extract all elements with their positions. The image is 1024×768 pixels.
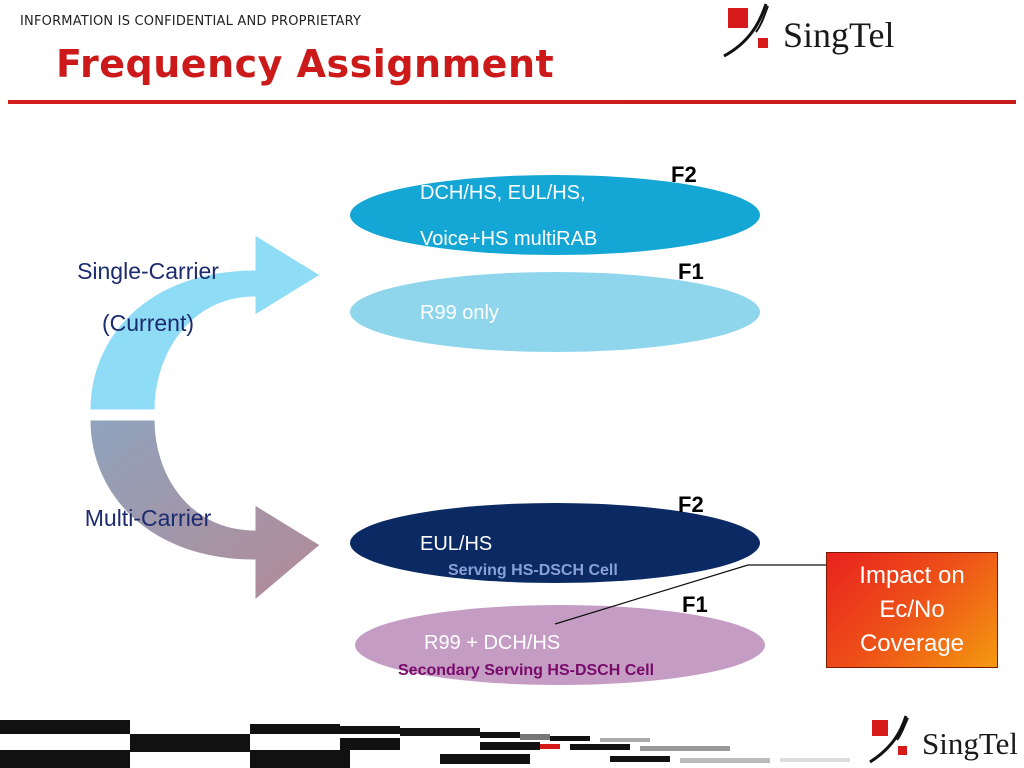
checkered-footer-band <box>0 720 850 768</box>
page-title: Frequency Assignment <box>56 42 555 86</box>
title-divider <box>8 100 1016 104</box>
multi-carrier-f2-freq: F2 <box>678 492 704 517</box>
impact-callout-box: Impact on Ec/No Coverage <box>826 552 998 668</box>
lower-arrow <box>89 419 321 602</box>
callout-line <box>554 564 826 625</box>
multi-carrier-f1-text: R99 + DCH/HS <box>424 632 561 654</box>
single-carrier-f1-ellipse <box>350 272 760 352</box>
footer-brand-name: SingTel <box>922 726 1018 761</box>
brand-name: SingTel <box>783 15 895 55</box>
singtel-logo-icon <box>723 3 769 58</box>
single-carrier-f1-text: R99 only <box>420 302 499 324</box>
multi-carrier-f2-text: EUL/HS <box>420 533 493 555</box>
multi-carrier-f2-ellipse <box>350 503 760 583</box>
single-carrier-sublabel: (Current) <box>101 310 194 336</box>
upper-arrow <box>89 234 321 411</box>
singtel-footer-logo-icon <box>869 715 909 764</box>
confidential-notice: INFORMATION IS CONFIDENTIAL AND PROPRIET… <box>20 14 362 29</box>
serving-cell-label: Serving HS-DSCH Cell <box>448 562 618 579</box>
single-carrier-f2-freq: F2 <box>671 162 697 187</box>
secondary-serving-cell-label: Secondary Serving HS-DSCH Cell <box>398 662 655 679</box>
multi-carrier-f1-ellipse <box>355 605 765 685</box>
multi-carrier-label: Multi-Carrier <box>84 505 212 531</box>
single-carrier-f2-ellipse <box>350 175 760 255</box>
single-carrier-f1-freq: F1 <box>678 259 704 284</box>
carrier-transition-arrows <box>89 234 321 602</box>
single-carrier-f2-line2: Voice+HS multiRAB <box>420 228 598 250</box>
multi-carrier-f1-freq: F1 <box>682 592 708 617</box>
single-carrier-label: Single-Carrier <box>77 258 219 284</box>
single-carrier-f2-line1: DCH/HS, EUL/HS, <box>420 182 586 204</box>
